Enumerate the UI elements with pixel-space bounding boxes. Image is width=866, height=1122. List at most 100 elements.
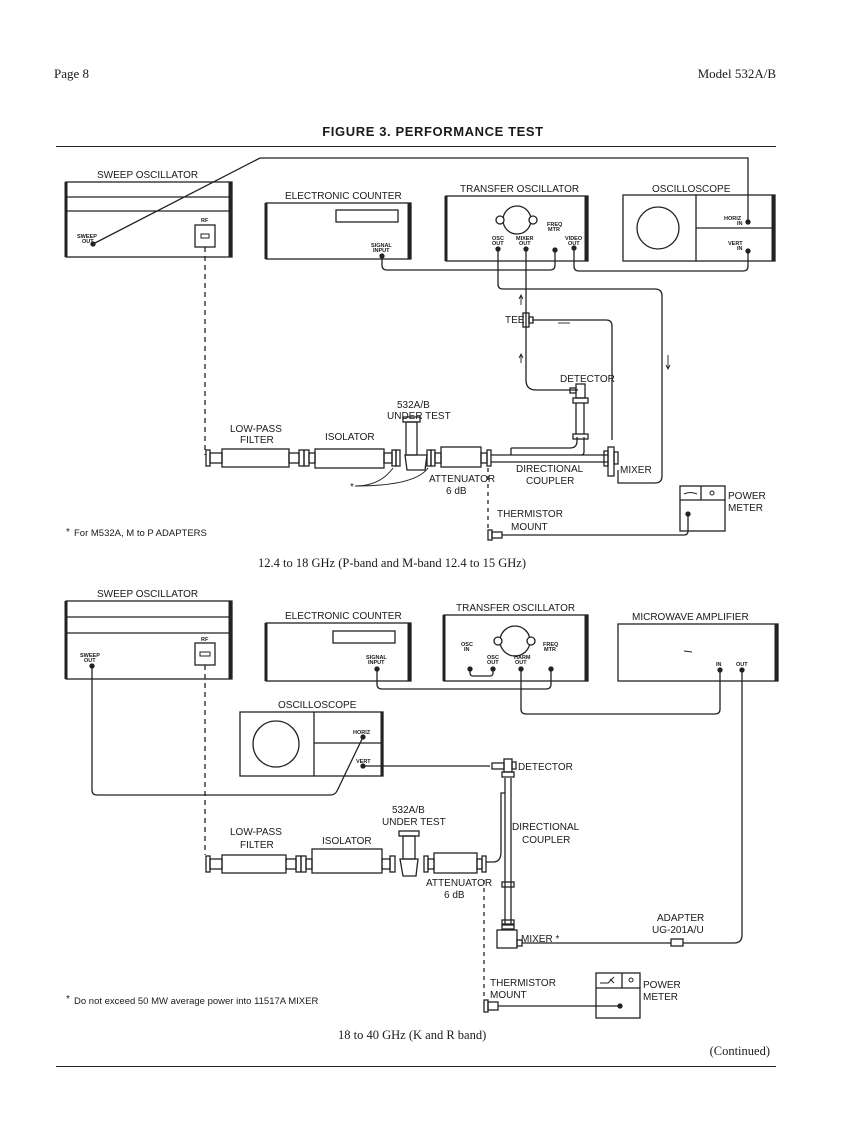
label-freq-mtr-2b: MTR: [544, 647, 556, 653]
label-oscilloscope-1: OSCILLOSCOPE: [652, 184, 731, 195]
label-dut-2: 532A/B: [392, 805, 425, 816]
label-thermistor-2: THERMISTOR: [490, 978, 556, 989]
label-dut-2b: UNDER TEST: [382, 817, 446, 828]
label-signal-input-1b: INPUT: [373, 248, 390, 254]
label-tee: TEE: [505, 315, 525, 326]
label-detector-2: DETECTOR: [518, 762, 573, 773]
cable-harm-out-to-amp-in: [520, 669, 721, 715]
label-amp-in: IN: [716, 662, 722, 668]
label-vert-2: VERT: [356, 759, 371, 765]
osc-jumper: [469, 669, 494, 677]
label-signal-input-2b: INPUT: [368, 660, 385, 666]
cable-counter-to-freq-mtr: [381, 250, 556, 271]
scope-screen: [636, 206, 680, 250]
label-freq-mtr-1b: MTR: [548, 227, 560, 233]
label-oscilloscope-2: OSCILLOSCOPE: [278, 700, 357, 711]
figure-title: FIGURE 3. PERFORMANCE TEST: [322, 124, 544, 139]
cable-sweep-to-horiz: [92, 157, 749, 245]
label-osc-out-1b: OUT: [492, 241, 504, 247]
label-isolator-1: ISOLATOR: [325, 432, 375, 443]
label-horiz-in-1: HORIZ: [724, 216, 742, 222]
label-horiz-2: HORIZ: [353, 730, 371, 736]
label-adapter-b: UG-201A/U: [652, 925, 704, 936]
label-filter-2: FILTER: [240, 840, 274, 851]
label-osc-out-1: OSC: [492, 236, 504, 242]
electronic-counter-1: [264, 202, 412, 260]
diagram-1: [64, 157, 776, 541]
electronic-counter-2: [264, 622, 412, 682]
continued-label: (Continued): [709, 1044, 770, 1058]
cable-video-to-vert: [573, 248, 749, 272]
label-signal-input-2: SIGNAL: [366, 655, 387, 661]
cable-sweep-to-horiz-2: [91, 666, 364, 796]
cable-counter-to-freq-mtr-2: [376, 669, 552, 690]
counter-display: [335, 209, 399, 223]
adapter: [670, 938, 684, 947]
power-meter-1: [679, 485, 726, 532]
label-sweep-out-1b: OUT: [82, 239, 94, 245]
low-pass-filter: [221, 448, 290, 468]
label-sweep-out-2: SWEEP: [80, 653, 100, 659]
label-low-pass-1: LOW-PASS: [230, 424, 282, 435]
caption-2: 18 to 40 GHz (K and R band): [338, 1028, 486, 1042]
label-power-1: POWER: [728, 491, 766, 502]
thermistor-mount-2: [487, 1001, 499, 1011]
label-mixer-1: MIXER: [620, 465, 652, 476]
label-mount-2: MOUNT: [490, 990, 527, 1001]
label-transfer-oscillator-2: TRANSFER OSCILLATOR: [456, 603, 575, 614]
bottom-rule: [56, 1066, 776, 1067]
label-transfer-oscillator-1: TRANSFER OSCILLATOR: [460, 184, 579, 195]
label-video-out-1b: OUT: [568, 241, 580, 247]
label-freq-mtr-2: FREQ: [543, 642, 559, 648]
waveguide-chain-2: [205, 758, 523, 949]
detector: [575, 383, 586, 399]
label-rf-2: RF: [201, 637, 209, 643]
cable-amp-out-to-mixer: [522, 670, 743, 944]
label-attenuator-2b: 6 dB: [444, 890, 465, 901]
detector-2: [503, 758, 513, 773]
diagram-2: [64, 600, 779, 1019]
label-mixer-out-1: MIXER: [516, 236, 533, 242]
label-electronic-counter-2: ELECTRONIC COUNTER: [285, 611, 402, 622]
label-osc-in-2b: IN: [464, 647, 470, 653]
label-mixer-2: MIXER *: [521, 934, 559, 945]
isolator: [314, 448, 385, 469]
thermistor-mount: [491, 531, 503, 539]
label-asterisk-1: *: [350, 482, 354, 493]
footnote-mark-2: *: [66, 994, 70, 1005]
oscilloscope-1: [622, 194, 776, 262]
label-thermistor-1: THERMISTOR: [497, 509, 563, 520]
label-horiz-in-1b: IN: [737, 221, 743, 227]
label-meter-2: METER: [643, 992, 678, 1003]
label-microwave-amplifier: MICROWAVE AMPLIFIER: [632, 612, 749, 623]
attenuator: [440, 446, 482, 468]
label-rf-1: RF: [201, 218, 209, 224]
label-attenuator-1b: 6 dB: [446, 486, 467, 497]
label-dut-1b: UNDER TEST: [387, 411, 451, 422]
top-rule: [56, 146, 776, 147]
label-vert-in-1: VERT: [728, 241, 743, 247]
label-osc-out-2: OSC: [487, 655, 499, 661]
microwave-amplifier: [617, 623, 779, 682]
label-sweep-oscillator-2: SWEEP OSCILLATOR: [97, 589, 198, 600]
label-low-pass-2: LOW-PASS: [230, 827, 282, 838]
label-attenuator-1: ATTENUATOR: [429, 474, 495, 485]
label-harm-out-2: HARM: [514, 655, 531, 661]
label-filter-1: FILTER: [240, 435, 274, 446]
label-osc-in-2: OSC: [461, 642, 473, 648]
label-mixer-out-1b: OUT: [519, 241, 531, 247]
cable-tee-to-mixer: [532, 319, 613, 440]
mixer: [607, 446, 615, 477]
directional-coupler: [491, 454, 608, 463]
label-video-out-1: VIDEO: [565, 236, 583, 242]
label-adapter: ADAPTER: [657, 913, 704, 924]
label-attenuator-2: ATTENUATOR: [426, 878, 492, 889]
label-coupler-2b: COUPLER: [522, 835, 570, 846]
sweep-oscillator-2: [64, 600, 233, 680]
footnote-1: For M532A, M to P ADAPTERS: [74, 528, 207, 539]
label-isolator-2: ISOLATOR: [322, 836, 372, 847]
rf-port-box: [194, 224, 216, 248]
label-freq-mtr-1: FREQ: [547, 222, 563, 228]
label-detector-1: DETECTOR: [560, 374, 615, 385]
